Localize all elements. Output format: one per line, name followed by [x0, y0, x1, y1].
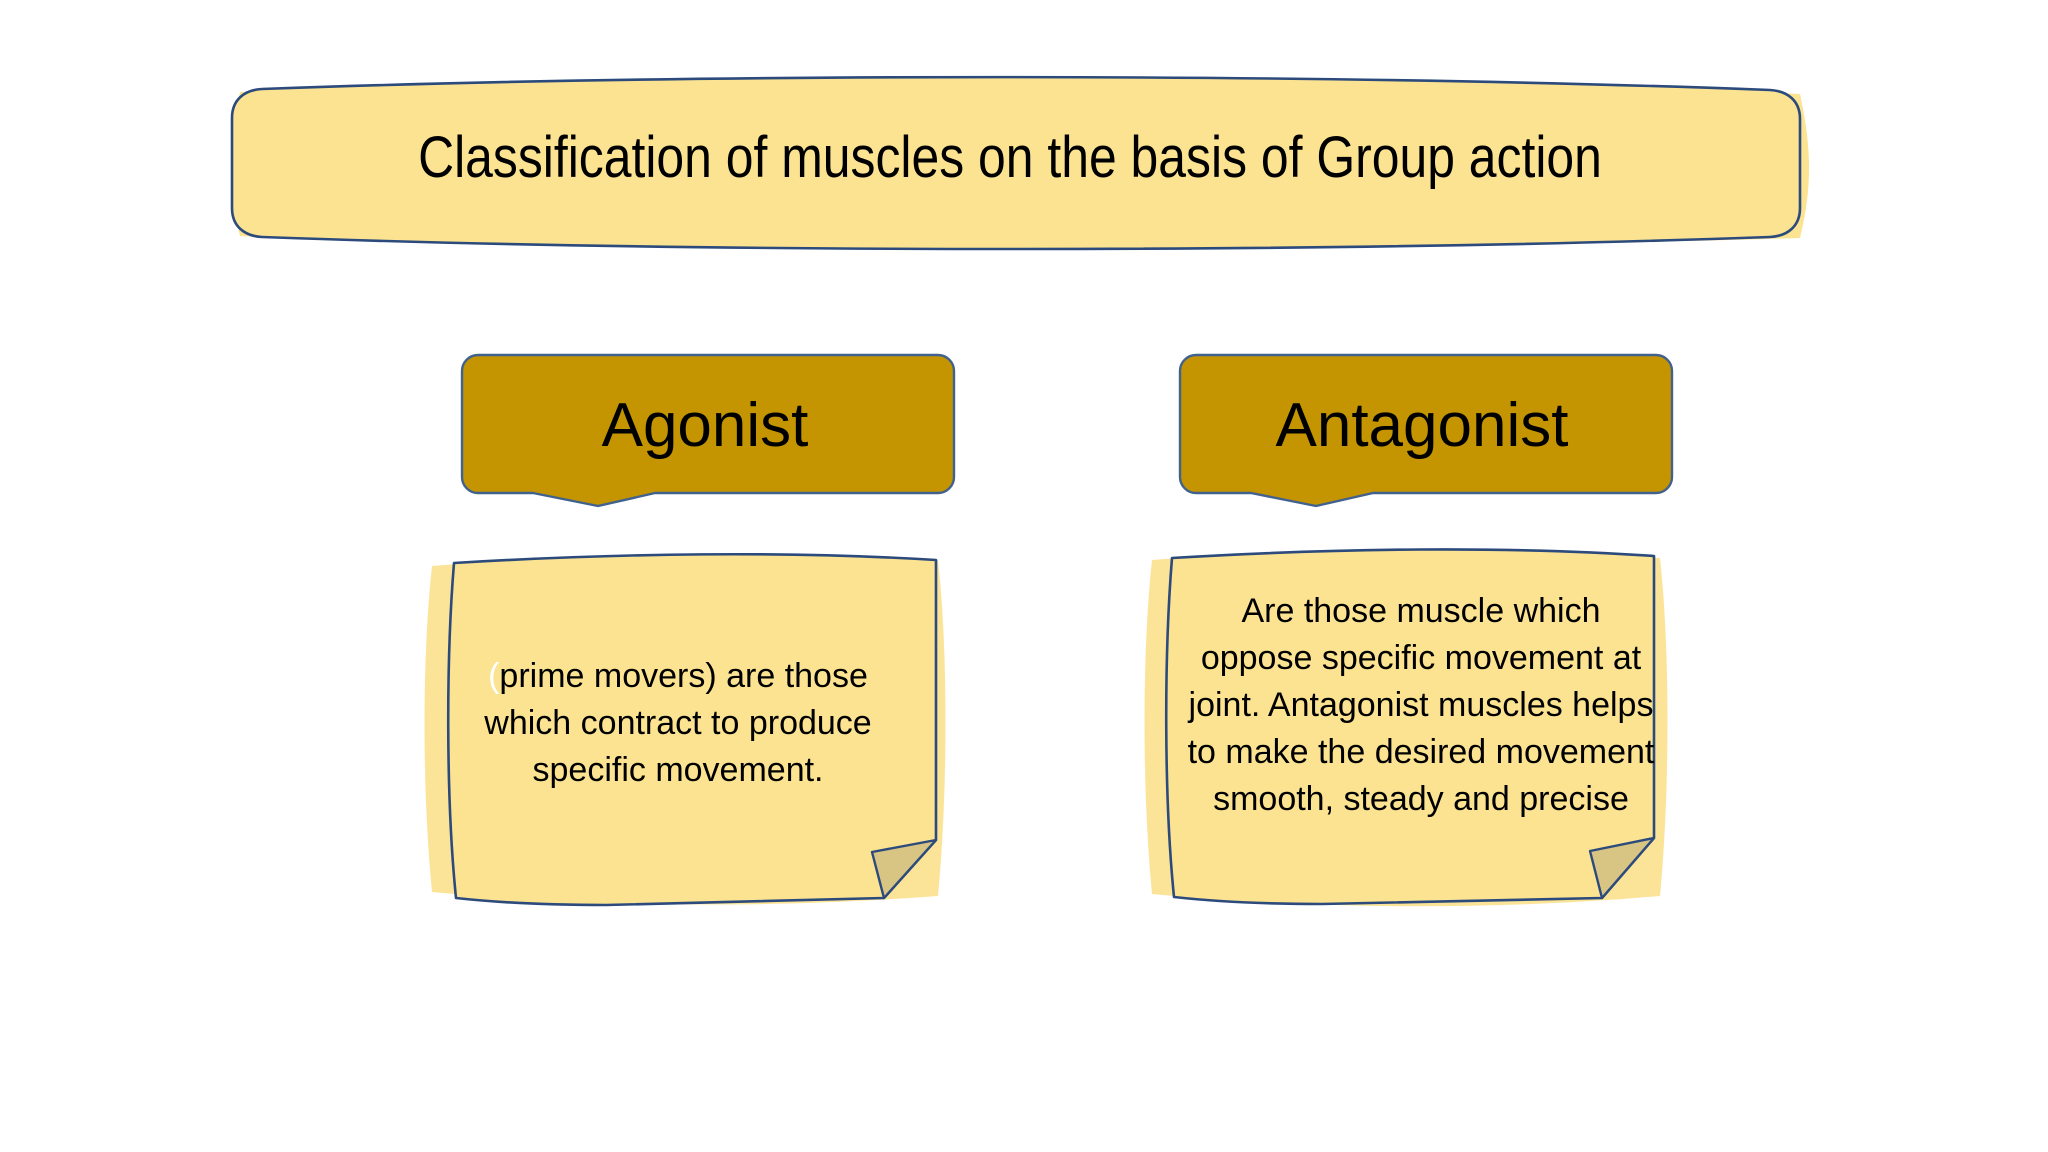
agonist-note-shape — [424, 552, 946, 907]
antagonist-note-text: Are those muscle which oppose specific m… — [1187, 592, 1655, 818]
agonist-note-text: prime movers) are those which contract t… — [484, 657, 872, 789]
agonist-header-shape — [460, 353, 956, 508]
antagonist-header-shape — [1178, 353, 1674, 508]
antagonist-note-shape — [1144, 548, 1668, 907]
antagonist-header-label: Antagonist — [1275, 391, 1569, 460]
page-title: Classification of muscles on the basis o… — [418, 125, 1602, 190]
title-banner-shape — [230, 75, 1809, 251]
agonist-note-leading-paren: ( — [488, 657, 500, 695]
agonist-note-body: (prime movers) are those which contract … — [468, 653, 888, 794]
agonist-header-label: Agonist — [601, 391, 809, 460]
antagonist-note-body: Are those muscle which oppose specific m… — [1186, 588, 1656, 823]
